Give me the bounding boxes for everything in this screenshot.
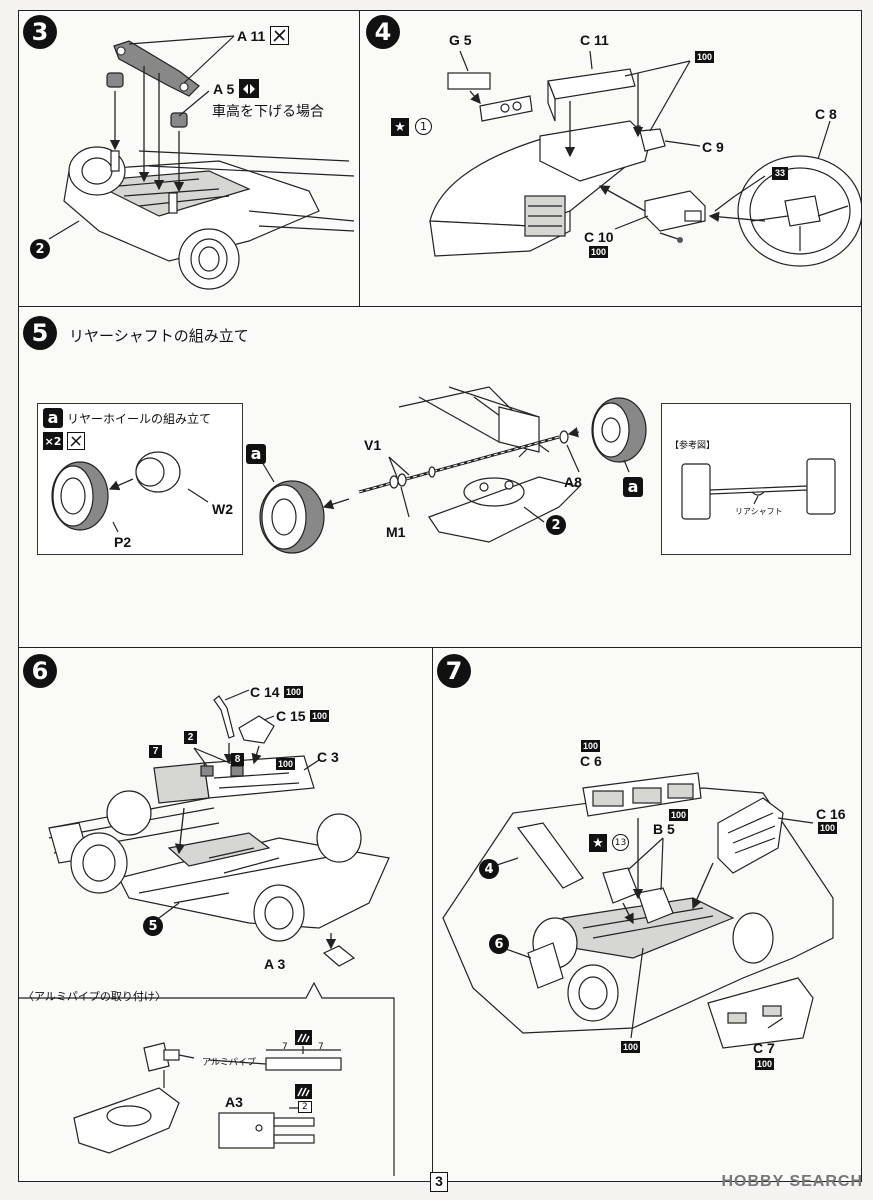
part-label-c14: C 14 [250,684,280,700]
part-label-c7: C 7 [753,1040,775,1056]
color-badge-100: 100 [276,758,296,770]
decal-star-icon: ★ [589,834,607,852]
part-label-c10: C 10 [584,229,614,245]
step-3-panel: 3 A 11 A 5 [18,10,360,307]
ref-step-6: 6 [489,934,509,954]
color-badge-100: 100 [581,740,601,752]
ref-step-2: 2 [30,239,50,259]
color-badge-100: 100 [284,686,304,698]
step-6-panel: 6 [18,647,433,1182]
step-5-title: リヤーシャフトの組み立て [69,327,249,345]
dimension-a: 7 [282,1042,288,1052]
step-6-illustration [19,689,395,1176]
rear-wheel-assembly-box: a リヤーホイールの組み立て ×2 W2 P2 [37,403,243,555]
part-label-m1: M1 [386,524,406,540]
reference-caption: リアシャフト [735,507,783,516]
part-label-c6: C 6 [580,753,602,769]
ref-step-5: 5 [143,916,163,936]
part-label-b5: B 5 [653,821,675,837]
reference-diagram [681,458,836,520]
sub-step-badge: a [43,408,63,428]
multiply-badge: ×2 [43,432,63,450]
paint-tool-icon [67,432,85,450]
part-label-a11: A 11 [237,28,266,44]
step-5-illustration [258,386,647,554]
color-badge-100: 100 [310,710,330,722]
sub-step-ref-a-right: a [623,477,643,497]
color-badge-100: 100 [621,1041,641,1053]
color-badge-100: 100 [755,1058,775,1070]
lower-ride-height-note: 車高を下げる場合 [212,104,324,120]
paint-tool-icon [270,26,289,45]
color-badge-100: 100 [669,809,689,821]
step-5-panel: 5 リヤーシャフトの組み立て a リヤーホイールの組み立て ×2 W2 P2 [18,306,862,648]
step-3-illustration [48,35,355,290]
aluminium-pipe-title: 〈アルミパイプの取り付け〉 [23,990,166,1003]
pipe-cut-icon [295,1084,312,1099]
part-label-c3: C 3 [317,749,339,765]
part-label-p2: P2 [114,534,132,550]
sub-step-ref-a-left: a [246,444,266,464]
color-badge-100: 100 [818,822,838,834]
ref-step-2: 2 [546,515,566,535]
reference-title: 【参考図】 [670,441,716,451]
aluminium-pipe-label: アルミパイプ [202,1058,256,1068]
part-label-a3: A 3 [264,956,286,972]
sub-step-title: リヤーホイールの組み立て [67,412,212,426]
dimension-c: 2 [298,1101,312,1113]
watermark: HOBBY SEARCH [721,1173,863,1190]
part-label-a8: A8 [564,474,582,490]
part-label-c15: C 15 [276,708,306,724]
part-label-a3-detail: A3 [225,1094,243,1110]
step-4-illustration [429,50,861,267]
pipe-cut-icon [295,1030,312,1045]
reference-diagram-box: 【参考図】 リアシャフト [661,403,851,555]
part-label-c8: C 8 [815,106,837,122]
part-label-a5: A 5 [213,81,235,97]
page-number: 3 [430,1172,448,1192]
rear-wheel-illustration [51,451,209,533]
step-number: 5 [23,316,57,350]
decal-number: 1 [415,118,432,135]
step-number: 7 [437,654,471,688]
part-label-c9: C 9 [702,139,724,155]
step-number: 6 [23,654,57,688]
dimension-b: 7 [318,1042,324,1052]
color-badge-100: 100 [589,246,609,258]
step-number: 3 [23,15,57,49]
decal-number: 13 [612,834,629,851]
part-label-v1: V1 [364,437,382,453]
step-4-panel: 4 [359,10,862,307]
part-label-c16: C 16 [816,806,846,822]
aluminium-pipe-illustration [73,1042,342,1154]
step-number: 4 [366,15,400,49]
decal-star-icon: ★ [391,118,409,136]
part-label-w2: W2 [212,501,233,517]
color-badge-8: 8 [231,753,244,766]
part-label-g5: G 5 [449,32,472,48]
color-badge-100: 100 [695,51,715,63]
color-badge-33: 33 [772,167,788,180]
alternate-part-icon [239,79,259,98]
step-7-panel: 7 [432,647,862,1182]
step-7-illustration [442,772,834,1049]
color-badge-7: 7 [149,745,162,758]
ref-step-4: 4 [479,859,499,879]
multiply-count: ×2 [44,434,62,448]
part-label-c11: C 11 [580,32,609,48]
color-badge-2: 2 [184,731,197,744]
